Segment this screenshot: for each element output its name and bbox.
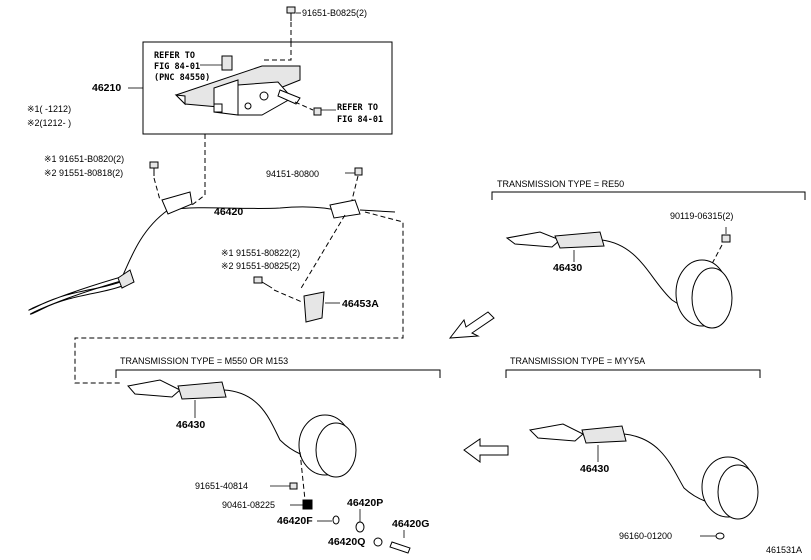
bolt-cable-top — [149, 161, 159, 176]
refer-fig-label-2-line2: FIG 84-01 — [337, 115, 383, 125]
part-46420G-label: 46420G — [392, 518, 429, 530]
legend-1: ※1( -1212) — [27, 104, 71, 114]
pin-46420F — [332, 515, 340, 525]
arrow-down-left — [448, 311, 495, 339]
arrow-left — [463, 438, 509, 463]
part-46430-label-m550: 46430 — [176, 419, 205, 431]
part-46430-label-myy5a: 46430 — [580, 463, 609, 475]
nut-94151-80800 — [354, 167, 363, 176]
part-46420P-label: 46420P — [347, 497, 383, 509]
section-m550-title: TRANSMISSION TYPE = M550 OR M153 — [120, 356, 288, 366]
part-46420Q-label: 46420Q — [328, 536, 365, 548]
part-46430-label-re50: 46430 — [553, 262, 582, 274]
clip-90461-08225 — [302, 499, 313, 510]
bolt-94151-80800-label: 94151-80800 — [266, 169, 319, 179]
part-91651-B0825-label: 91651-B0825(2) — [302, 8, 367, 18]
refer-fig-label-2-line1: REFER TO — [337, 103, 378, 113]
bolt-46420G — [389, 541, 411, 554]
bolt-91551-80818-label: ※2 91551-80818(2) — [44, 168, 123, 178]
cable-46430-m550 — [127, 379, 357, 478]
cable-46430-re50 — [505, 231, 733, 329]
diagram-id: 461531A — [766, 545, 802, 555]
washer-46420Q — [373, 537, 383, 547]
section-re50-title: TRANSMISSION TYPE = RE50 — [497, 179, 624, 189]
bolt-re50 — [721, 227, 731, 243]
part-46420-label: 46420 — [214, 206, 243, 218]
section-myy5a-title: TRANSMISSION TYPE = MYY5A — [510, 356, 645, 366]
part-46453A-label: 46453A — [342, 298, 379, 310]
legend-2: ※2(1212- ) — [27, 118, 71, 128]
bolt-91551-80822-label: ※1 91551-80822(2) — [221, 248, 300, 258]
cable-46420 — [28, 191, 396, 315]
bolt-91651-B0820-label: ※1 91651-B0820(2) — [44, 154, 124, 164]
clip-96160-01200 — [715, 532, 725, 540]
refer-fig-label-1-line1: REFER TO — [154, 51, 195, 61]
part-46420F-label: 46420F — [277, 515, 313, 527]
bolt-90461-08225-label: 90461-08225 — [222, 500, 275, 510]
bolt-96160-01200-label: 96160-01200 — [619, 531, 672, 541]
spacer-46420P — [355, 521, 365, 533]
bolt-90119-06315-label: 90119-06315(2) — [670, 211, 733, 221]
bolt-right — [313, 107, 322, 116]
pedal-bracket-drawing — [174, 55, 301, 116]
part-46210-label: 46210 — [92, 82, 121, 94]
bolt-91651-40814 — [289, 482, 298, 490]
bolt-91651-B0825 — [286, 6, 296, 21]
bolt-91551-80825-label: ※2 91551-80825(2) — [221, 261, 300, 271]
bracket-46453A — [303, 291, 325, 323]
bolt-91651-40814-label: 91651-40814 — [195, 481, 248, 491]
refer-fig-label-1-line2: FIG 84-01 — [154, 62, 200, 72]
refer-fig-label-1-line3: (PNC 84550) — [154, 73, 210, 83]
cable-46430-myy5a — [528, 423, 759, 520]
bolt-bracket — [253, 276, 273, 289]
